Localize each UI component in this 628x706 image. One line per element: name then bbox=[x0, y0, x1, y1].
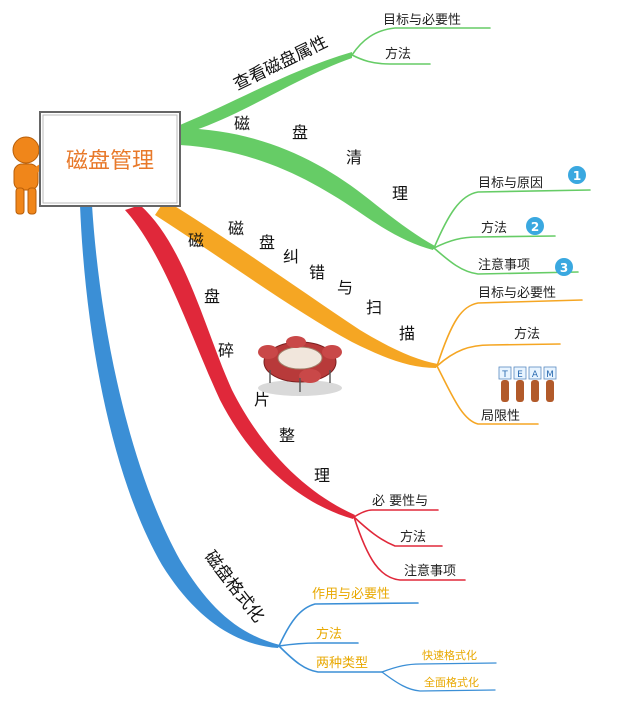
svg-text:2: 2 bbox=[531, 220, 539, 234]
svg-text:磁: 磁 bbox=[234, 114, 250, 133]
svg-text:盘: 盘 bbox=[259, 233, 275, 252]
defrag-item[interactable]: 必 要性与 bbox=[372, 494, 428, 509]
cleanup-label[interactable]: 磁 盘 清 理 bbox=[234, 114, 408, 203]
cleanup-item[interactable]: 注意事项 bbox=[478, 257, 530, 273]
svg-text:片: 片 bbox=[254, 390, 270, 409]
svg-text:纠: 纠 bbox=[283, 247, 299, 266]
svg-text:E: E bbox=[517, 370, 523, 380]
presenter-figure bbox=[12, 136, 61, 215]
svg-text:整: 整 bbox=[279, 426, 295, 445]
branch-cleanup bbox=[180, 128, 435, 250]
badge-3-icon: 3 bbox=[555, 258, 573, 276]
format-item[interactable]: 作用与必要性 bbox=[312, 587, 390, 602]
svg-text:磁: 磁 bbox=[188, 231, 204, 250]
badge-1-icon: 1 bbox=[568, 166, 586, 184]
meeting-table-icon bbox=[258, 336, 342, 396]
team-icon: T E A M bbox=[498, 366, 557, 402]
svg-text:理: 理 bbox=[314, 466, 330, 485]
svg-text:清: 清 bbox=[346, 148, 362, 167]
svg-text:盘: 盘 bbox=[204, 287, 220, 306]
svg-text:盘: 盘 bbox=[292, 123, 308, 142]
central-title: 磁盘管理 bbox=[66, 149, 154, 174]
svg-text:磁: 磁 bbox=[228, 219, 244, 238]
svg-text:与: 与 bbox=[337, 278, 353, 297]
properties-item[interactable]: 方法 bbox=[385, 46, 411, 62]
branch-properties bbox=[180, 52, 352, 135]
svg-text:M: M bbox=[546, 370, 554, 380]
svg-text:描: 描 bbox=[399, 324, 415, 343]
defrag-label[interactable]: 磁 盘 碎 片 整 理 bbox=[188, 231, 330, 485]
format-subitem[interactable]: 快速格式化 bbox=[422, 648, 477, 662]
scan-item[interactable]: 方法 bbox=[514, 326, 540, 342]
branch-scan bbox=[155, 200, 438, 368]
format-item[interactable]: 方法 bbox=[316, 626, 342, 642]
branch-defrag bbox=[125, 205, 355, 519]
format-item[interactable]: 两种类型 bbox=[316, 656, 368, 671]
svg-text:理: 理 bbox=[392, 184, 408, 203]
scan-label[interactable]: 磁 盘 纠 错 与 扫 描 bbox=[228, 219, 415, 343]
properties-item[interactable]: 目标与必要性 bbox=[383, 13, 461, 28]
svg-text:扫: 扫 bbox=[366, 298, 382, 317]
scan-item[interactable]: 目标与必要性 bbox=[478, 286, 556, 301]
svg-text:T: T bbox=[501, 370, 508, 380]
branch-format bbox=[80, 205, 280, 648]
svg-text:1: 1 bbox=[573, 169, 581, 183]
cleanup-item[interactable]: 方法 bbox=[481, 220, 507, 236]
central-topic[interactable]: 磁盘管理 bbox=[39, 111, 181, 207]
svg-text:错: 错 bbox=[309, 263, 325, 282]
cleanup-item[interactable]: 目标与原因 bbox=[478, 176, 543, 191]
badge-2-icon: 2 bbox=[526, 217, 544, 235]
defrag-item[interactable]: 注意事项 bbox=[404, 563, 456, 579]
defrag-item[interactable]: 方法 bbox=[400, 529, 426, 545]
svg-text:3: 3 bbox=[560, 261, 568, 275]
svg-text:A: A bbox=[532, 370, 539, 380]
svg-text:碎: 碎 bbox=[218, 341, 234, 360]
format-subitem[interactable]: 全面格式化 bbox=[424, 675, 479, 689]
scan-item[interactable]: 局限性 bbox=[481, 409, 520, 424]
